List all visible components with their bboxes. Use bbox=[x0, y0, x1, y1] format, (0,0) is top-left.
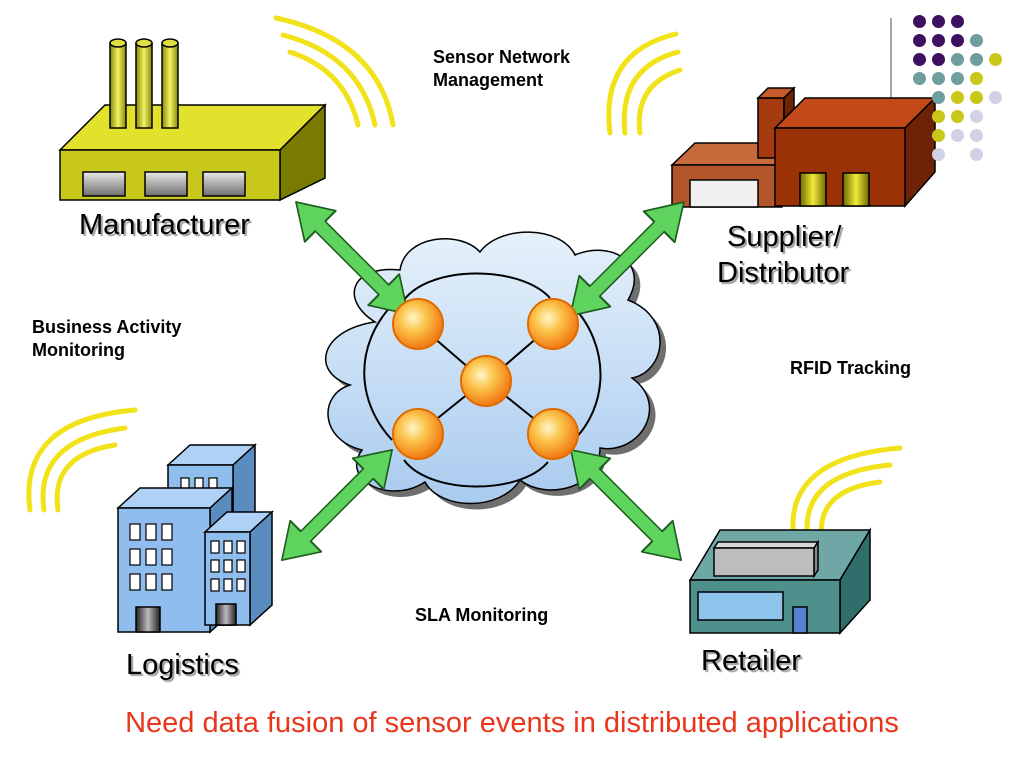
sensor-network-management-label: Sensor Network Management bbox=[433, 47, 571, 90]
signal-waves-icon bbox=[26, 15, 903, 543]
sensor-node bbox=[392, 298, 444, 350]
retailer-label: Retailer bbox=[701, 645, 801, 677]
manufacturer-label: Manufacturer bbox=[79, 209, 250, 241]
sensor-node bbox=[527, 298, 579, 350]
store-icon bbox=[688, 527, 872, 635]
supplier-label-line2: Distributor bbox=[717, 257, 850, 289]
sensor-node bbox=[527, 408, 579, 460]
arrow-logistics-link bbox=[280, 448, 394, 562]
flow-arrows bbox=[280, 201, 685, 562]
supplier-label-line1: Supplier/ bbox=[727, 221, 842, 253]
arrow-supplier-link bbox=[569, 201, 685, 317]
footer-caption: Need data fusion of sensor events in dis… bbox=[125, 707, 899, 739]
logistics-label: Logistics bbox=[126, 649, 239, 681]
sensor-node bbox=[460, 355, 512, 407]
sensor-node bbox=[392, 408, 444, 460]
warehouse-icon bbox=[670, 86, 937, 208]
business-activity-monitoring-label: Business Activity Monitoring bbox=[32, 317, 182, 360]
factory-icon bbox=[58, 38, 327, 202]
arrow-retailer-link bbox=[569, 448, 683, 562]
sensor-nodes bbox=[392, 298, 579, 460]
sla-monitoring-label: SLA Monitoring bbox=[415, 605, 549, 625]
rfid-tracking-label: RFID Tracking bbox=[790, 358, 912, 378]
office-buildings-icon bbox=[116, 443, 274, 634]
